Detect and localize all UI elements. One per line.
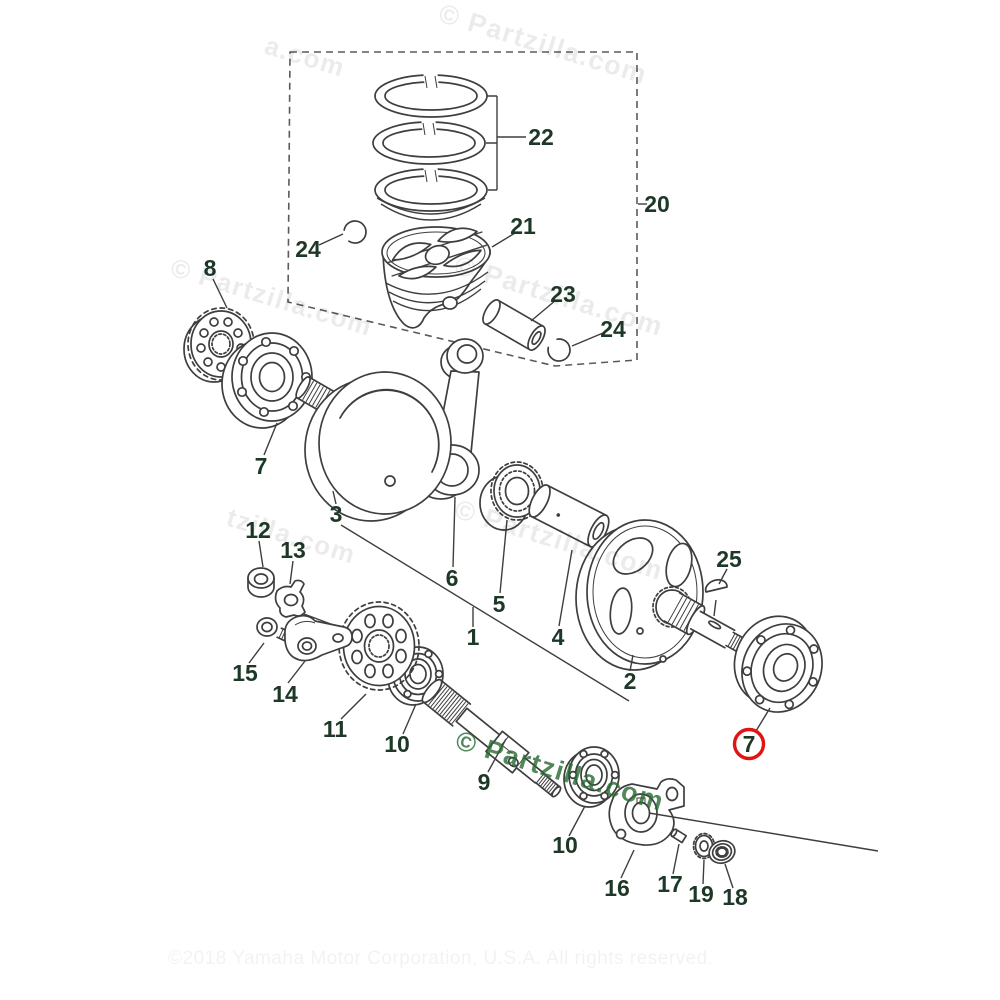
part-label-5: 5 (493, 591, 506, 617)
part-label-2: 2 (624, 668, 637, 694)
leader-lines (212, 232, 771, 889)
part-9-balancer-shaft (421, 678, 562, 798)
part-label-10: 10 (552, 832, 578, 858)
part-label-16: 16 (604, 875, 630, 901)
group-box-dashed (287, 51, 638, 367)
part-label-23: 23 (550, 281, 576, 307)
assembly-axis-rear (648, 812, 879, 852)
part-22-piston-rings (372, 72, 488, 221)
part-label-12: 12 (245, 517, 271, 543)
part-label-7-circled: 7 (743, 731, 756, 757)
part-label-24: 24 (600, 316, 626, 342)
part-24-circlip-left (343, 220, 367, 244)
part-7-bearing-left (221, 332, 313, 429)
part-label-21: 21 (510, 213, 536, 239)
part-24-circlip-right (547, 338, 571, 362)
part-label-25: 25 (716, 546, 742, 572)
part-17-pin (670, 828, 688, 844)
part-label-15: 15 (232, 660, 258, 686)
part-10-bearing-right (563, 746, 620, 808)
part-2-crank-half-right (575, 519, 704, 671)
part-12-nut (247, 567, 275, 598)
part-label-11: 11 (323, 716, 348, 742)
part-label-19: 19 (688, 881, 714, 907)
part-5-needle-bearing (479, 461, 544, 531)
part-label-10: 10 (384, 731, 410, 757)
part-11-balancer-gear (338, 601, 420, 691)
part-4-crank-pin (528, 484, 610, 548)
part-label-4: 4 (552, 624, 565, 650)
part-18-nut (708, 839, 736, 865)
part-label-3: 3 (330, 501, 343, 527)
part-16-balancer-weight-rear (608, 778, 685, 846)
part-label-22: 22 (528, 124, 554, 150)
part-21-piston (381, 226, 491, 329)
part-label-20: 20 (644, 191, 670, 217)
part-label-13: 13 (280, 537, 306, 563)
part-23-piston-pin (482, 299, 546, 351)
part-label-24: 24 (295, 236, 321, 262)
part-label-6: 6 (446, 565, 459, 591)
part-7-bearing-right (733, 615, 823, 713)
leader-bracket-22 (486, 95, 647, 205)
highlight-circle-part-7 (732, 727, 766, 761)
part-label-8: 8 (204, 255, 217, 281)
part-label-7: 7 (255, 453, 268, 479)
part-label-17: 17 (657, 871, 683, 897)
part-label-1: 1 (467, 624, 480, 650)
part-label-14: 14 (272, 681, 298, 707)
part-14-balancer-weight-front (284, 614, 353, 662)
part-label-9: 9 (478, 769, 491, 795)
part-13-lock-washer (274, 579, 306, 618)
part-19-lock-washer (692, 832, 716, 860)
part-25-woodruff-key (704, 578, 728, 593)
part-3-crank-half-left (304, 371, 452, 522)
part-label-18: 18 (722, 884, 748, 910)
